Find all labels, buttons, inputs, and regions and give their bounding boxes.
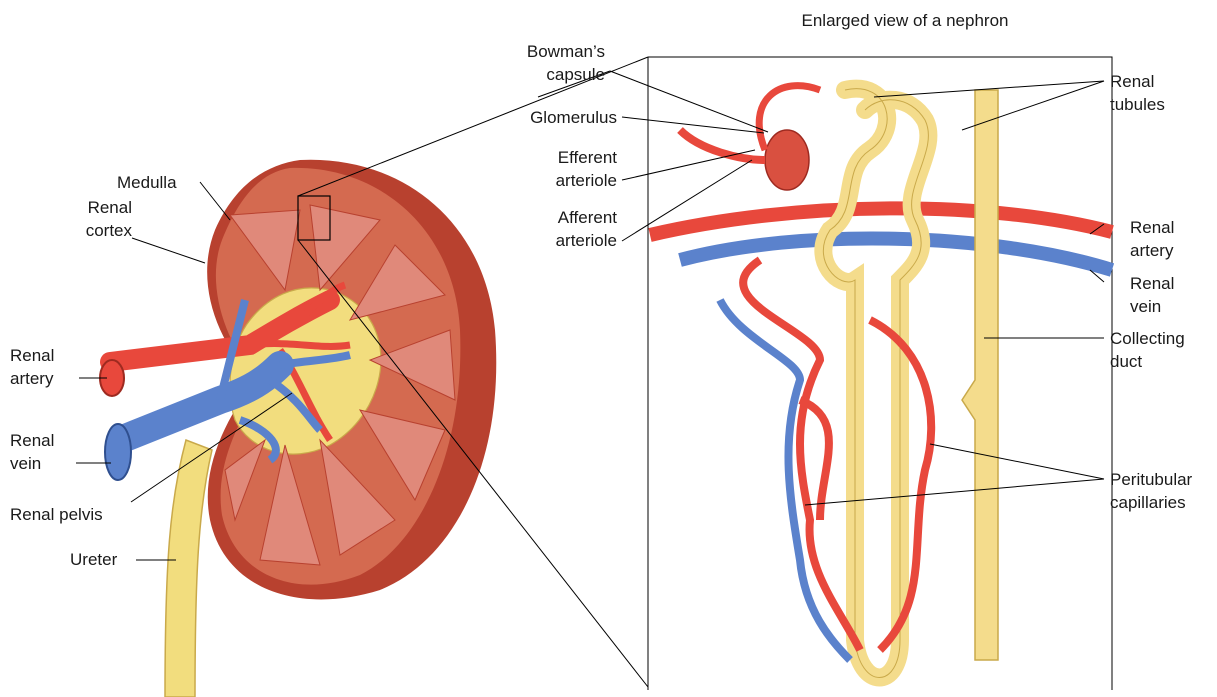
label-peritubular-capillaries: Peritubular capillaries (1110, 468, 1192, 514)
afferent-arteriole-vessel (680, 130, 765, 160)
label-efferent-arteriole: Efferent arteriole (480, 146, 617, 192)
label-glomerulus: Glomerulus (480, 106, 617, 129)
glomerulus-shape (765, 130, 809, 190)
label-collecting-duct: Collecting duct (1110, 327, 1185, 373)
label-renal-tubules: Renal tubules (1110, 70, 1165, 116)
label-nephron-renal-artery: Renal artery (1130, 216, 1174, 262)
label-renal-vein: Renal vein (10, 429, 54, 475)
label-renal-pelvis: Renal pelvis (10, 503, 103, 526)
label-medulla: Medulla (117, 171, 177, 194)
label-ureter: Ureter (70, 548, 117, 571)
nephron-renal-vein (680, 238, 1112, 270)
renal-vein-opening (105, 424, 131, 480)
label-renal-cortex: Renal cortex (36, 196, 132, 242)
label-nephron-renal-vein: Renal vein (1130, 272, 1174, 318)
nephron-title: Enlarged view of a nephron (760, 9, 1050, 32)
label-bowmans-capsule: Bowman’s capsule (480, 40, 605, 86)
ureter-tube (165, 440, 212, 697)
label-renal-artery: Renal artery (10, 344, 54, 390)
nephron-illustration (648, 57, 1112, 690)
collecting-duct-shape (962, 90, 998, 660)
label-afferent-arteriole: Afferent arteriole (480, 206, 617, 252)
nephron-renal-artery (650, 208, 1112, 235)
